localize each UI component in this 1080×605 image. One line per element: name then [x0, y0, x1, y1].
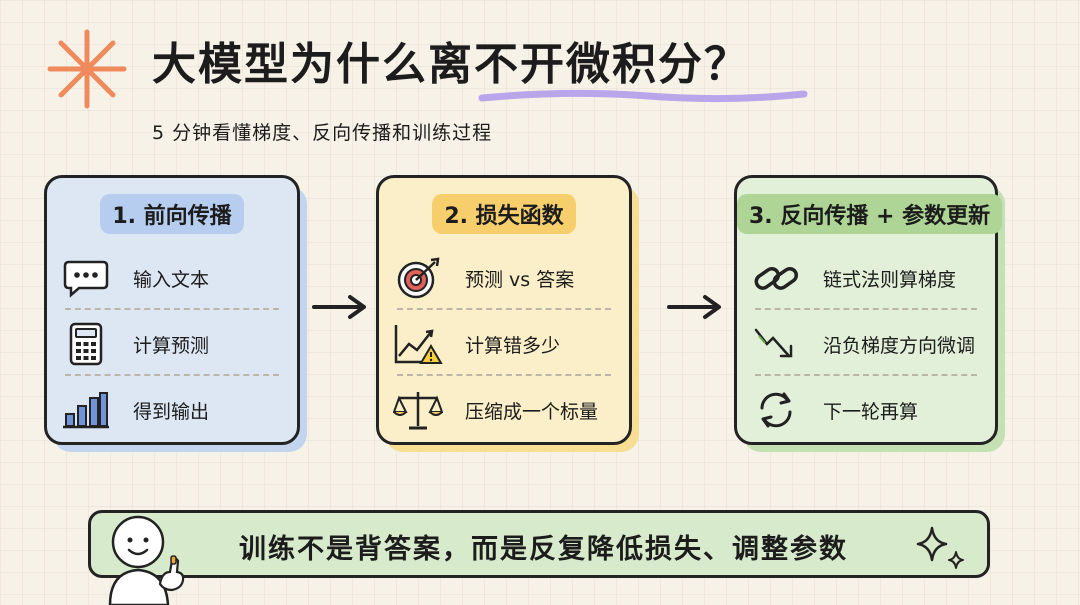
- summary-banner: 训练不是背答案，而是反复降低损失、调整参数: [88, 510, 990, 578]
- balance-scale-icon: [393, 392, 443, 430]
- step-item-label: 沿负梯度方向微调: [823, 334, 976, 357]
- page-subtitle: 5 分钟看懂梯度、反向传播和训练过程: [152, 122, 493, 144]
- target-icon: [397, 257, 440, 299]
- divider: [755, 374, 977, 376]
- step-item: 压缩成一个标量: [393, 380, 615, 440]
- step-card-loss: 2. 损失函数 预测 vs 答案 计算错多少: [376, 175, 639, 452]
- step-item: 沿负梯度方向微调: [751, 314, 981, 374]
- summary-text: 训练不是背答案，而是反复降低损失、调整参数: [239, 534, 848, 565]
- step-item: 下一轮再算: [751, 380, 981, 440]
- step-item: 得到输出: [61, 380, 283, 440]
- step-item: 预测 vs 答案: [393, 248, 615, 308]
- step-title: 1. 前向传播: [100, 194, 244, 234]
- title-underline: [478, 89, 808, 103]
- divider: [755, 308, 977, 310]
- step-item-label: 计算预测: [133, 334, 210, 357]
- sparkle-icon: [916, 526, 964, 569]
- step-title: 3. 反向传播 + 参数更新: [737, 194, 1003, 234]
- step-item-label: 预测 vs 答案: [465, 268, 575, 291]
- chain-link-icon: [754, 267, 799, 290]
- step-item: 输入文本: [61, 248, 283, 308]
- step-item: 计算错多少: [393, 314, 615, 374]
- step-item-label: 压缩成一个标量: [465, 400, 599, 423]
- step-item-label: 计算错多少: [465, 334, 561, 357]
- step-item: 计算预测: [61, 314, 283, 374]
- speech-bubble-icon: [63, 260, 109, 298]
- page-title: 大模型为什么离不开微积分？: [152, 39, 750, 90]
- bar-chart-icon: [63, 392, 109, 429]
- thumbs-up-character-icon: [108, 515, 185, 605]
- divider: [397, 374, 611, 376]
- trend-warning-icon: [394, 325, 443, 364]
- divider: [397, 308, 611, 310]
- refresh-icon: [760, 392, 792, 428]
- step-item-label: 输入文本: [133, 268, 210, 291]
- calculator-icon: [69, 322, 103, 366]
- step-title: 2. 损失函数: [432, 194, 576, 234]
- arrow-right-icon: [312, 295, 366, 319]
- divider: [65, 308, 279, 310]
- descending-arrow-icon: [754, 328, 793, 358]
- step-item-label: 下一轮再算: [823, 400, 919, 423]
- divider: [65, 374, 279, 376]
- spark-icon: [47, 29, 127, 109]
- step-item-label: 得到输出: [133, 400, 210, 423]
- step-card-backprop: 3. 反向传播 + 参数更新 链式法则算梯度 沿负梯度方向微调: [734, 175, 1005, 452]
- step-card-forward: 1. 前向传播 输入文本 计算预测: [44, 175, 307, 452]
- step-item: 链式法则算梯度: [751, 248, 981, 308]
- arrow-right-icon: [667, 295, 721, 319]
- step-item-label: 链式法则算梯度: [823, 268, 957, 291]
